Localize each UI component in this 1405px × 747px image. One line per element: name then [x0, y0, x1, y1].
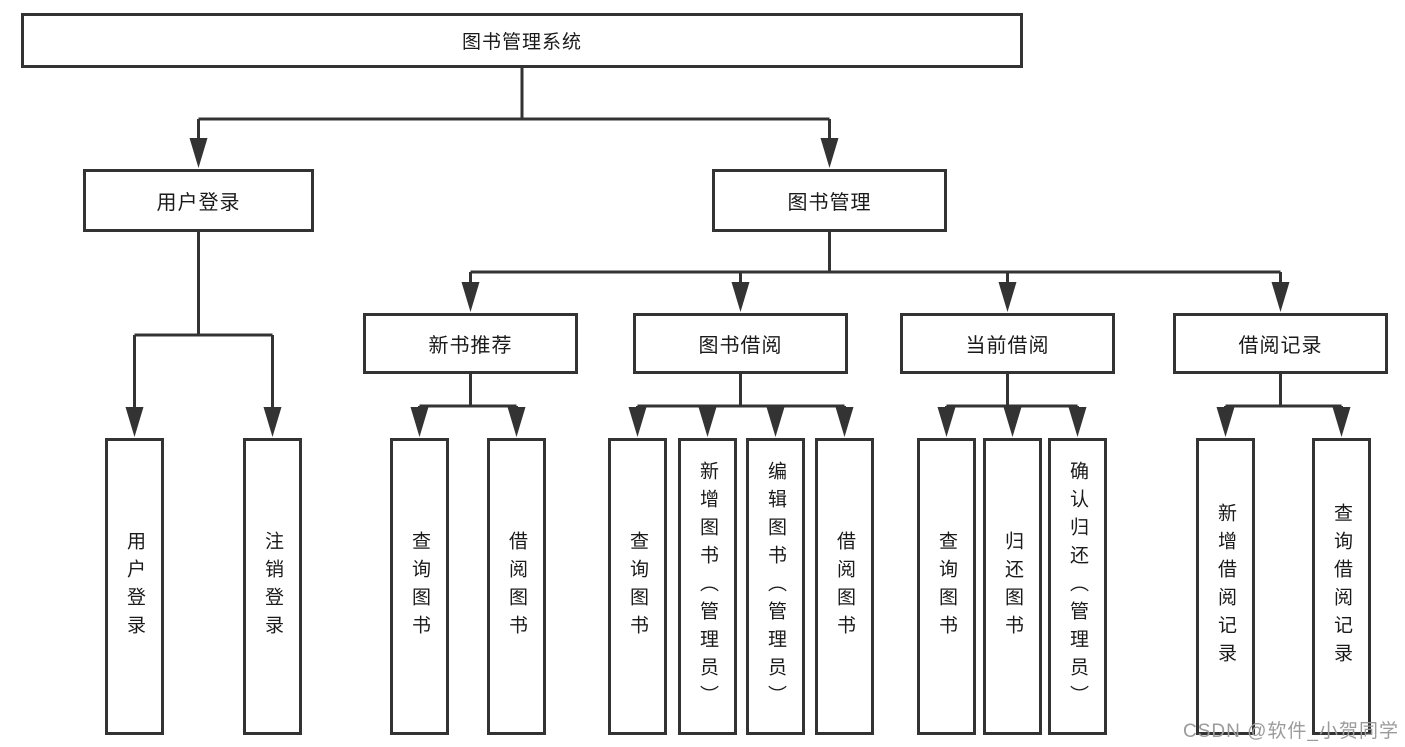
leaf-query-borrow-record-label: 查询借阅记录: [1331, 502, 1352, 671]
leaf-recommend-borrow-books-label: 借阅图书: [506, 530, 527, 643]
leaf-add-books-admin: 新增图书（管理员）: [678, 438, 737, 735]
leaf-borrow-query-books-label: 查询图书: [627, 530, 648, 643]
leaf-query-borrow-record: 查询借阅记录: [1312, 438, 1371, 735]
leaf-borrow-borrow-books-label: 借阅图书: [834, 530, 855, 643]
leaf-edit-books-admin: 编辑图书（管理员）: [746, 438, 805, 735]
leaf-add-books-admin-label: 新增图书（管理员）: [697, 460, 718, 713]
leaf-logout-login-label: 注销登录: [262, 530, 283, 643]
node-current-borrow: 当前借阅: [900, 313, 1115, 374]
node-borrow-records: 借阅记录: [1173, 313, 1388, 374]
leaf-user-login-label: 用户登录: [124, 530, 145, 643]
leaf-borrow-query-books: 查询图书: [608, 438, 667, 735]
leaf-current-query-books: 查询图书: [917, 438, 976, 735]
node-root: 图书管理系统: [21, 13, 1023, 68]
leaf-confirm-return-admin-label: 确认归还（管理员）: [1067, 460, 1088, 713]
node-book-management: 图书管理: [712, 169, 947, 232]
leaf-edit-books-admin-label: 编辑图书（管理员）: [765, 460, 786, 713]
leaf-return-books-label: 归还图书: [1002, 530, 1023, 643]
leaf-recommend-query-books-label: 查询图书: [409, 530, 430, 643]
node-new-book-recommend: 新书推荐: [363, 313, 578, 374]
leaf-current-query-books-label: 查询图书: [936, 530, 957, 643]
node-book-borrow: 图书借阅: [633, 313, 848, 374]
leaf-recommend-query-books: 查询图书: [390, 438, 449, 735]
leaf-borrow-borrow-books: 借阅图书: [815, 438, 874, 735]
leaf-add-borrow-record-label: 新增借阅记录: [1215, 502, 1236, 671]
leaf-return-books: 归还图书: [983, 438, 1042, 735]
arrowheads: [125, 138, 1351, 437]
leaf-user-login: 用户登录: [105, 438, 164, 735]
leaf-confirm-return-admin: 确认归还（管理员）: [1048, 438, 1107, 735]
leaf-recommend-borrow-books: 借阅图书: [487, 438, 546, 735]
leaf-add-borrow-record: 新增借阅记录: [1196, 438, 1255, 735]
node-user-login: 用户登录: [83, 169, 314, 232]
leaf-logout-login: 注销登录: [243, 438, 302, 735]
